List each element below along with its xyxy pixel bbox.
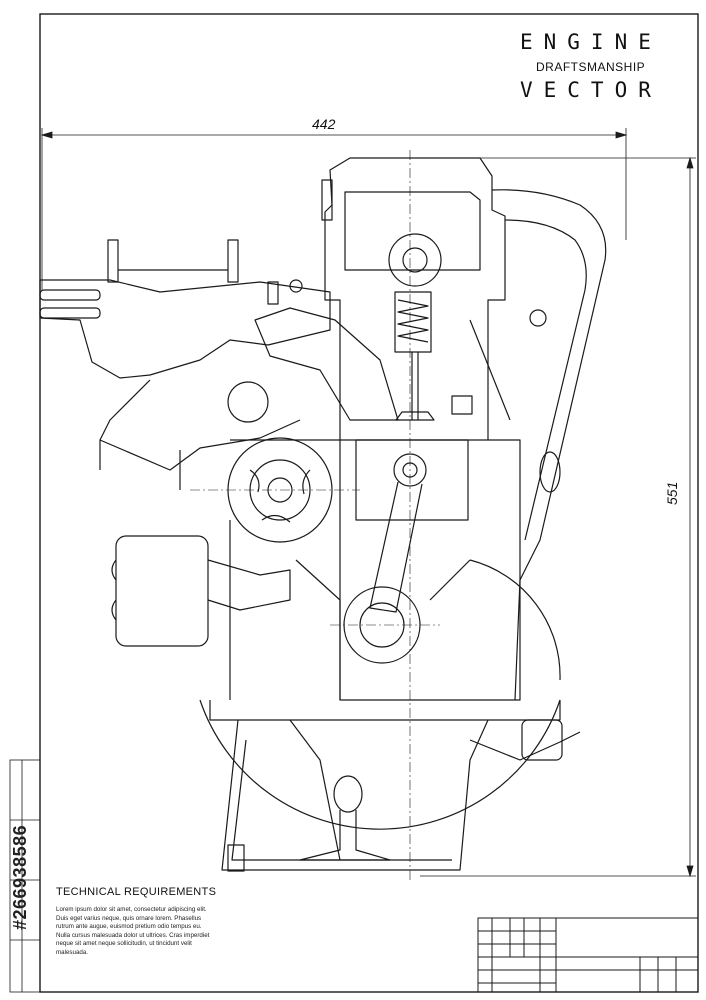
dimension-lines — [40, 128, 696, 878]
drawing-title: ENGINE DRAFTSMANSHIP VECTOR — [520, 30, 690, 102]
title-vector: VECTOR — [520, 78, 662, 102]
dimension-height-label: 551 — [664, 481, 680, 505]
dimension-width-label: 442 — [312, 116, 336, 132]
stock-id-label: #266938586 — [10, 824, 30, 930]
binding-strip — [9, 759, 41, 993]
title-block-table — [477, 917, 699, 993]
title-engine: ENGINE — [520, 30, 662, 54]
centre-lines — [190, 150, 440, 880]
technical-requirements-heading: TECHNICAL REQUIREMENTS — [56, 886, 217, 898]
technical-requirements-body: Lorem ipsum dolor sit amet, consectetur … — [56, 906, 210, 956]
sheet-frame — [39, 13, 699, 993]
engine-section — [39, 157, 607, 872]
title-draftsmanship: DRAFTSMANSHIP — [536, 60, 646, 74]
